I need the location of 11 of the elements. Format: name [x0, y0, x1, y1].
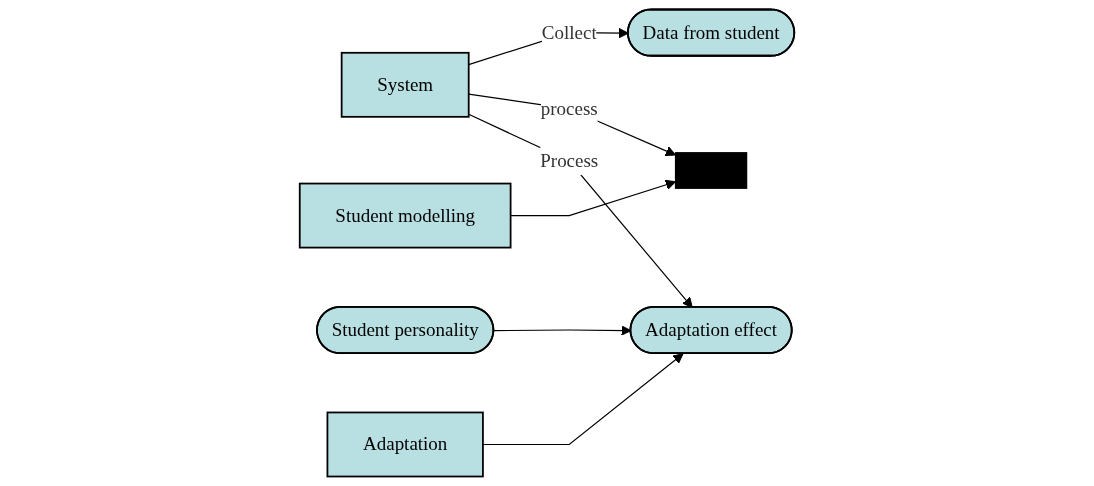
arrow [468, 113, 693, 308]
node-box: Adaptation [326, 411, 484, 478]
edge-label: Collect [541, 21, 597, 43]
arrow [468, 93, 676, 157]
node-box: Student modelling [298, 182, 512, 249]
edge-label: Process [540, 150, 599, 171]
edge-label: process [540, 98, 598, 119]
arrow [510, 179, 676, 217]
node-box: System [340, 51, 470, 118]
node-bar [674, 152, 748, 189]
arrow [482, 353, 684, 446]
